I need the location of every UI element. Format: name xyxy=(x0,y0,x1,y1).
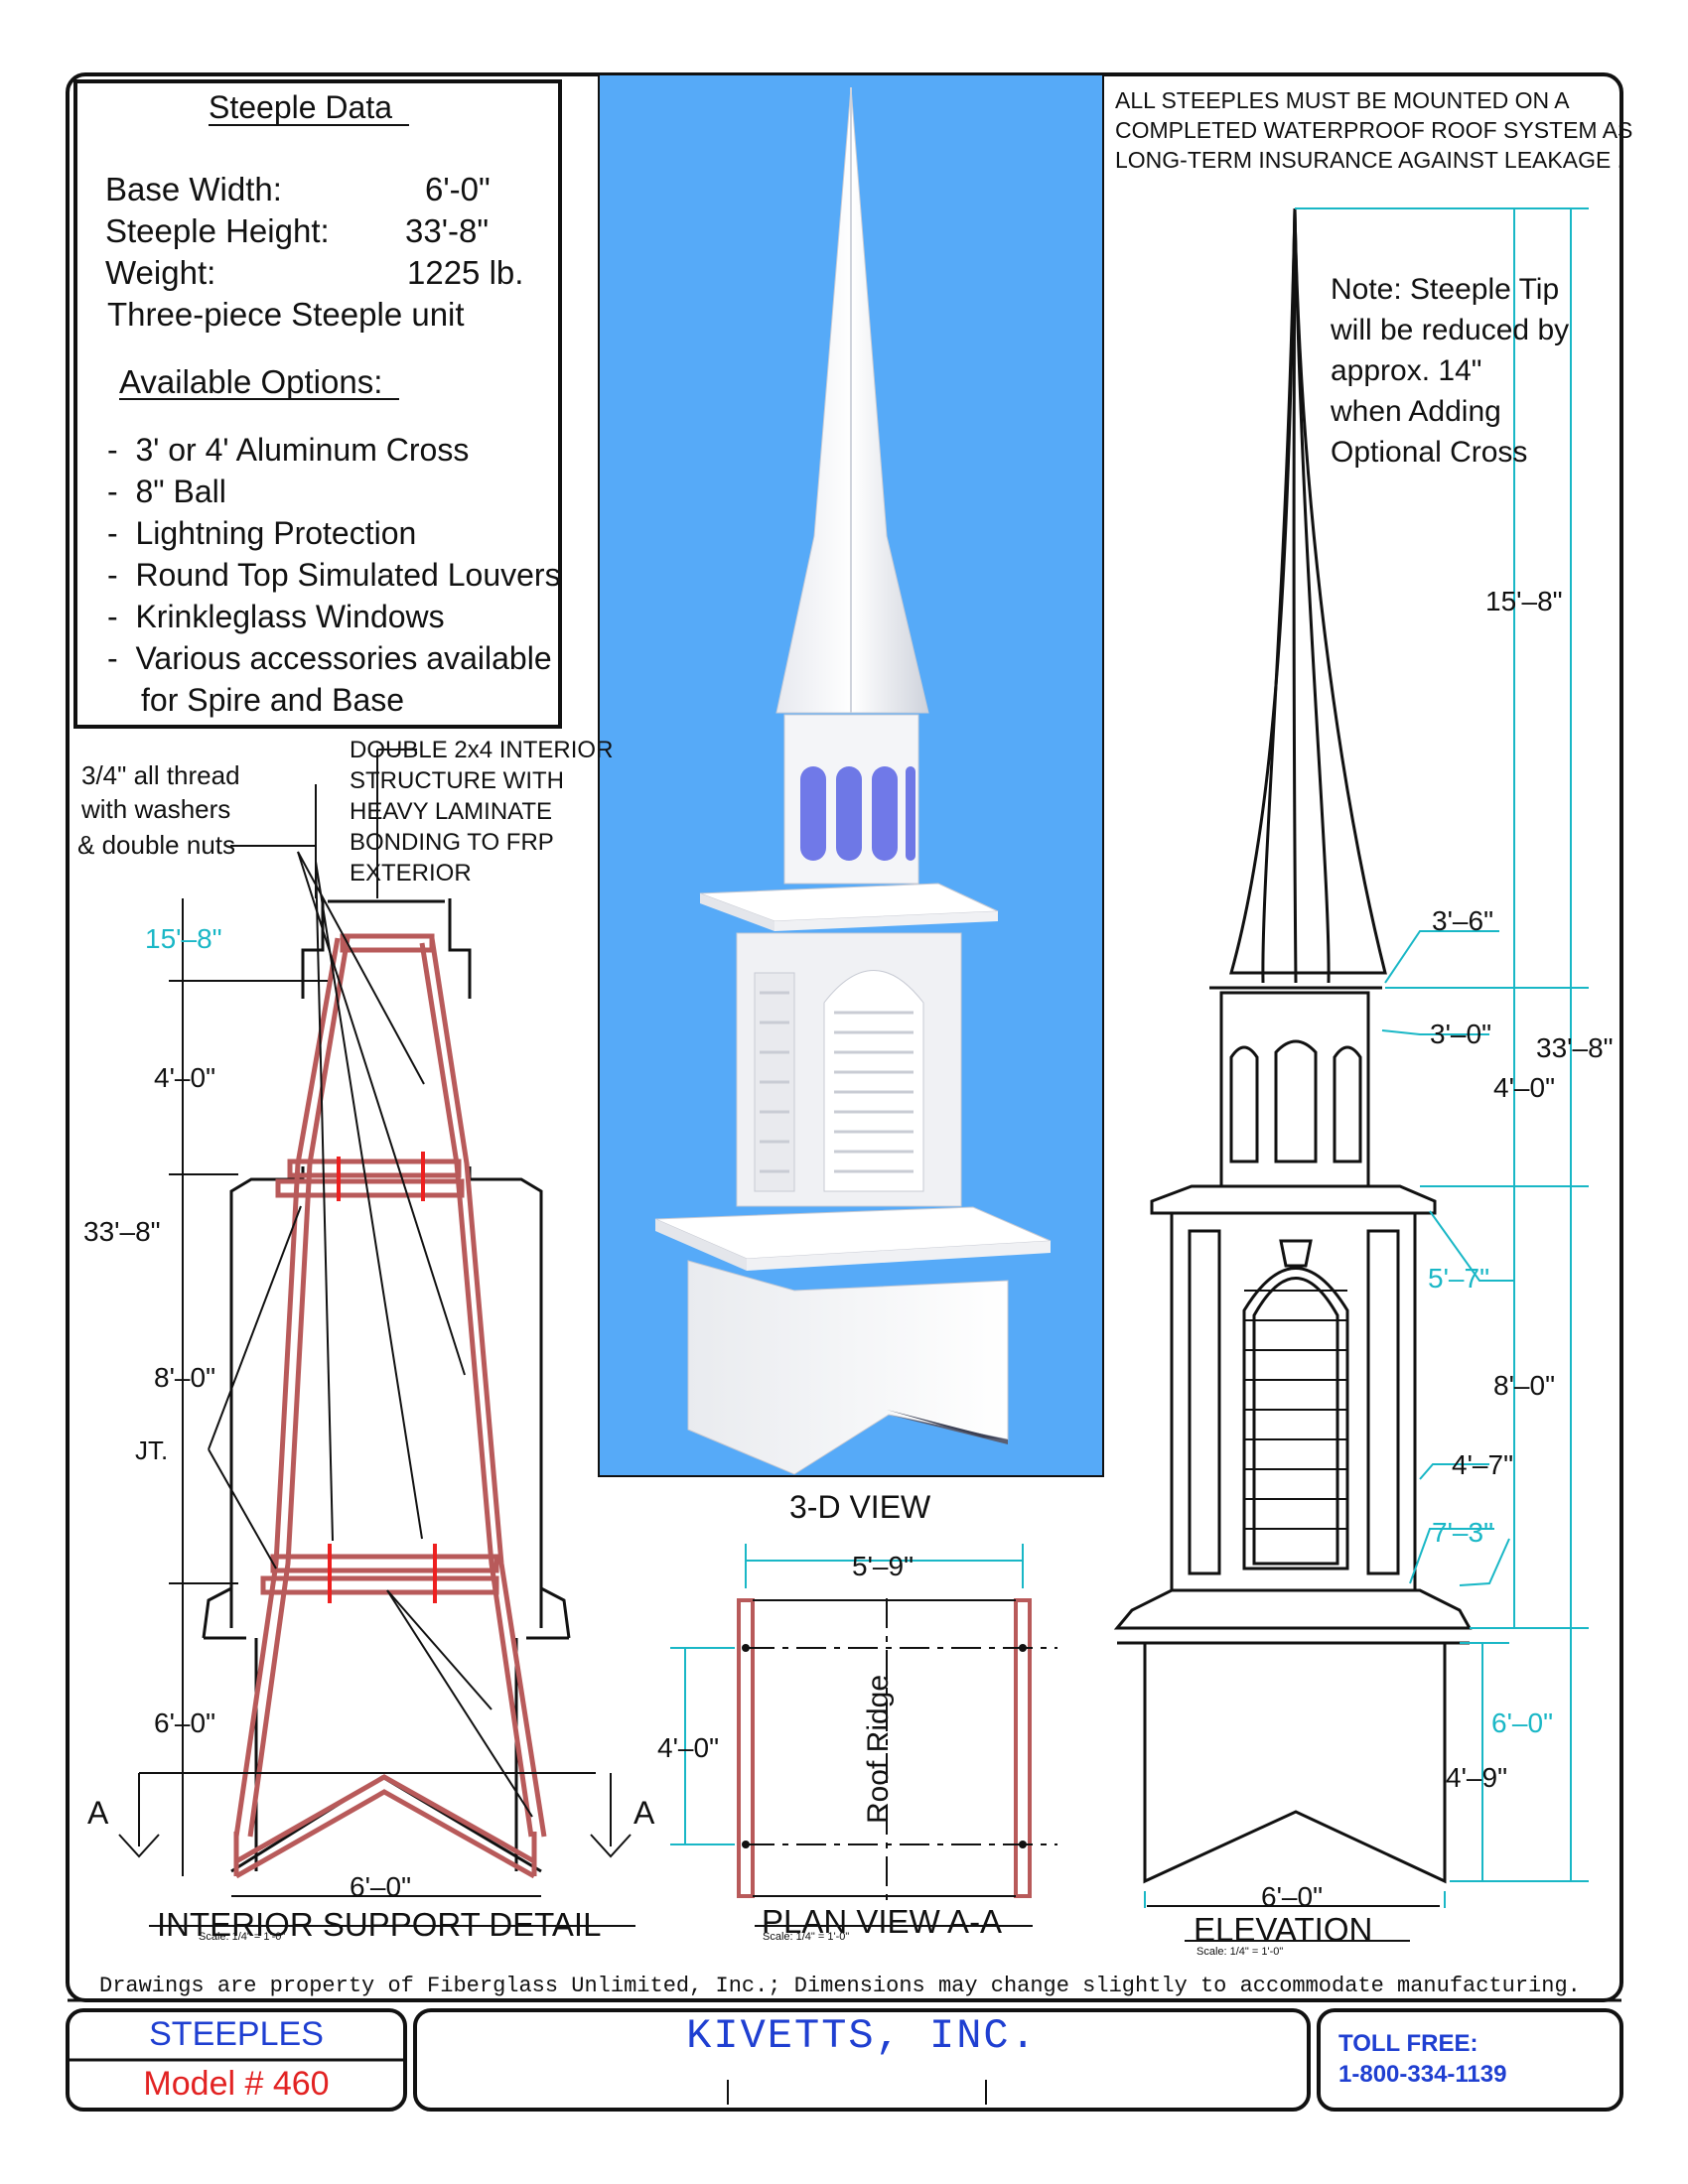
elev-dim-8-0: 8'–0" xyxy=(1493,1370,1556,1401)
interior-dim-4ft: 4'–0" xyxy=(154,1062,216,1093)
section-mark-left: A xyxy=(87,1795,109,1831)
interior-dim-6ft: 6'–0" xyxy=(154,1707,216,1738)
elevation-title: ELEVATION xyxy=(1194,1911,1373,1948)
structure-note-line: EXTERIOR xyxy=(350,860,472,887)
interior-support-drawing xyxy=(118,749,635,1927)
option-item: - Krinkleglass Windows xyxy=(107,599,445,634)
plan-title: PLAN VIEW A-A xyxy=(762,1903,1003,1940)
elevation-scale: Scale: 1/4" = 1'-0" xyxy=(1196,1946,1284,1958)
elev-dim-3-6: 3'–6" xyxy=(1432,905,1494,936)
options-title: Available Options: xyxy=(119,363,383,400)
section-mark-right: A xyxy=(633,1795,655,1831)
elev-dim-5-7: 5'–7" xyxy=(1428,1263,1490,1294)
joint-label: JT. xyxy=(135,1435,169,1465)
elevation-drawing xyxy=(1113,207,1589,1942)
steeple-data-box xyxy=(73,79,562,729)
interior-dim-8ft: 8'–0" xyxy=(154,1362,216,1393)
plan-dim-width: 5'–9" xyxy=(852,1551,914,1581)
structure-note-line: STRUCTURE WITH xyxy=(350,767,564,794)
option-item: - Lightning Protection xyxy=(107,515,417,551)
spec-label-base-width: Base Width: xyxy=(105,171,282,207)
elev-dim-width: 6'–0" xyxy=(1261,1881,1324,1912)
structure-note-line: BONDING TO FRP xyxy=(350,829,554,856)
footer-disclaimer: Drawings are property of Fiberglass Unli… xyxy=(99,1974,1581,1998)
mount-note-line: COMPLETED WATERPROOF ROOF SYSTEM AS xyxy=(1115,117,1633,143)
thread-note-line: with washers xyxy=(81,794,231,824)
category-label: STEEPLES xyxy=(149,2015,324,2053)
tip-note-line: Optional Cross xyxy=(1331,436,1528,469)
3d-view-title: 3-D VIEW xyxy=(789,1489,931,1525)
interior-title: INTERIOR SUPPORT DETAIL xyxy=(157,1906,602,1943)
elev-dim-6-0: 6'–0" xyxy=(1491,1707,1554,1738)
interior-dim-width: 6'–0" xyxy=(350,1871,412,1902)
tip-note-line: Note: Steeple Tip xyxy=(1331,273,1560,306)
elev-dim-7-3: 7'–3" xyxy=(1432,1517,1494,1548)
steeple-data-title: Steeple Data xyxy=(209,89,393,125)
elev-dim-4-7: 4'–7" xyxy=(1452,1449,1514,1480)
spec-value-weight: 1225 lb. xyxy=(407,254,524,291)
roof-ridge-label: Roof Ridge xyxy=(862,1674,896,1825)
thread-note-line: 3/4" all thread xyxy=(81,760,240,790)
spec-label-height: Steeple Height: xyxy=(105,212,330,249)
3d-view xyxy=(598,73,1104,1477)
interior-dim-total: 33'–8" xyxy=(83,1216,161,1247)
structure-note-line: HEAVY LAMINATE xyxy=(350,798,553,825)
elev-dim-spire: 15'–8" xyxy=(1485,586,1563,616)
interior-dim-top: 15'–8" xyxy=(145,923,222,954)
spec-label-weight: Weight: xyxy=(105,254,216,291)
spec-value-height: 33'-8" xyxy=(405,212,490,249)
structure-note-line: DOUBLE 2x4 INTERIOR xyxy=(350,737,614,763)
elev-dim-4-0: 4'–0" xyxy=(1493,1072,1556,1103)
tip-note-line: approx. 14" xyxy=(1331,354,1482,387)
tip-note-line: when Adding xyxy=(1331,395,1501,428)
mount-note-line: ALL STEEPLES MUST BE MOUNTED ON A xyxy=(1115,87,1570,113)
option-item-continued: for Spire and Base xyxy=(141,682,405,718)
mount-note-line: LONG-TERM INSURANCE AGAINST LEAKAGE . xyxy=(1115,147,1624,173)
phone-number: 1-800-334-1139 xyxy=(1338,2061,1507,2088)
elev-dim-total: 33'–8" xyxy=(1536,1032,1614,1063)
plan-view-drawing xyxy=(670,1544,1057,1927)
title-block xyxy=(66,2008,1623,2112)
tip-note-line: will be reduced by xyxy=(1331,314,1570,346)
toll-free-label: TOLL FREE: xyxy=(1338,2030,1478,2057)
unit-note: Three-piece Steeple unit xyxy=(107,296,465,333)
option-item: - Round Top Simulated Louvers xyxy=(107,557,561,593)
interior-scale: Scale: 1/4" = 1'-0" xyxy=(199,1931,286,1943)
model-number: Model # 460 xyxy=(143,2065,330,2103)
thread-note-line: & double nuts xyxy=(77,830,236,860)
option-item: - 8" Ball xyxy=(107,474,226,509)
plan-dim-depth: 4'–0" xyxy=(657,1732,720,1763)
plan-scale: Scale: 1/4" = 1'-0" xyxy=(763,1931,850,1943)
elev-dim-4-9: 4'–9" xyxy=(1446,1762,1508,1793)
spec-value-base-width: 6'-0" xyxy=(425,171,491,207)
option-item: - 3' or 4' Aluminum Cross xyxy=(107,432,470,468)
company-name: KIVETTS, INC. xyxy=(686,2012,1038,2060)
elev-dim-3-0: 3'–0" xyxy=(1430,1019,1492,1049)
option-item: - Various accessories available xyxy=(107,640,552,676)
